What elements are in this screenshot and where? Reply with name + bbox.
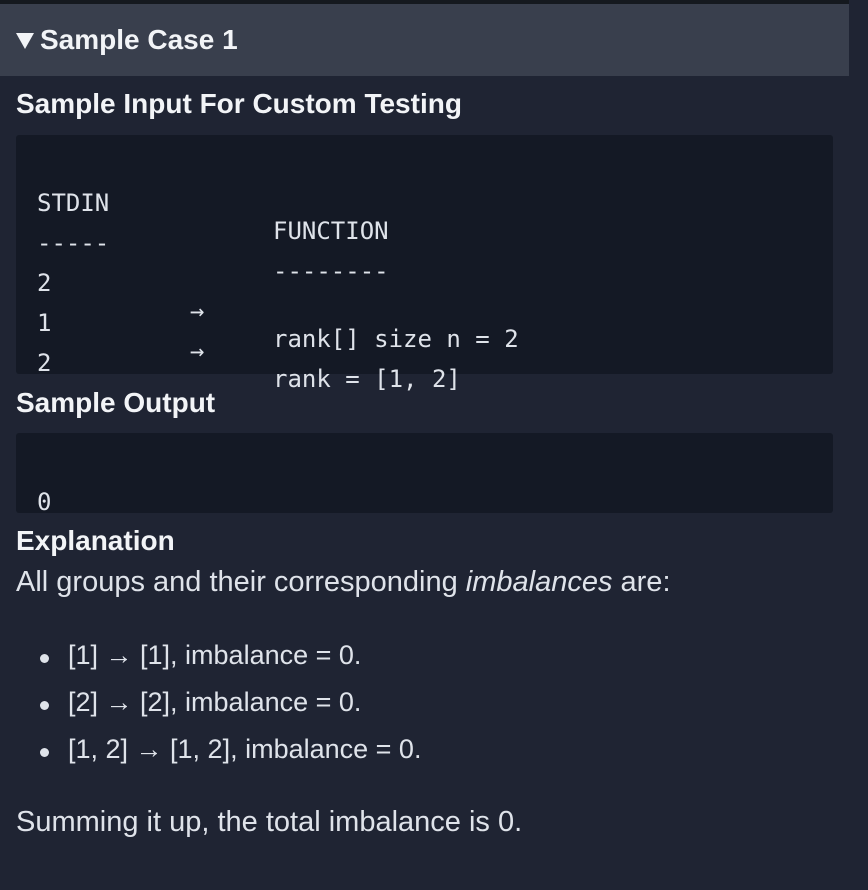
collapse-triangle-icon (16, 33, 34, 49)
list-item: [1] → [1], imbalance = 0. (40, 640, 421, 687)
intro-emphasis: imbalances (465, 566, 613, 598)
code-row: 2 → rank[] size n = 2 (37, 241, 519, 353)
code-row: 2 (37, 321, 95, 377)
explanation-bullet-list: [1] → [1], imbalance = 0. [2] → [2], imb… (40, 640, 421, 781)
list-item: [2] → [2], imbalance = 0. (40, 687, 421, 734)
explanation-intro: All groups and their corresponding imbal… (16, 566, 671, 599)
sample-input-title: Sample Input For Custom Testing (16, 88, 462, 119)
sample-output-code-block: 0 (16, 433, 833, 516)
stdin-header: STDIN (37, 189, 110, 217)
bullet-text: [1] → [1], imbalance = 0. (68, 640, 362, 670)
function-value: rank = [1, 2] (273, 365, 461, 393)
arrow-icon: → (190, 337, 205, 365)
stdin-value: 1 (37, 309, 52, 337)
intro-suffix: are: (612, 566, 671, 598)
bullet-text: [1, 2] → [1, 2], imbalance = 0. (68, 734, 422, 764)
stdin-value: 2 (37, 349, 52, 377)
sample-output-title: Sample Output (16, 387, 216, 418)
sample-input-code-block: STDIN FUNCTION ----- -------- 2 → rank[]… (16, 135, 833, 393)
bullet-icon (40, 654, 49, 663)
code-row: 1 → rank = [1, 2] (37, 281, 461, 393)
stdin-divider: ----- (37, 229, 110, 257)
arrow-icon: → (190, 297, 205, 325)
list-item: [1, 2] → [1, 2], imbalance = 0. (40, 734, 421, 781)
intro-prefix: All groups and their corresponding (16, 566, 466, 598)
sample-case-title: Sample Case 1 (40, 24, 238, 55)
bullet-text: [2] → [2], imbalance = 0. (68, 687, 362, 717)
function-value: rank[] size n = 2 (273, 325, 519, 353)
bullet-icon (40, 748, 49, 757)
explanation-title: Explanation (16, 525, 175, 556)
function-divider: -------- (273, 257, 389, 285)
explanation-summary: Summing it up, the total imbalance is 0. (16, 806, 523, 838)
top-edge (0, 0, 849, 4)
function-header: FUNCTION (273, 217, 389, 245)
code-divider-row: ----- -------- (37, 201, 389, 285)
right-gutter (849, 0, 868, 890)
output-row: 0 (37, 460, 95, 516)
code-header-row: STDIN FUNCTION (37, 161, 389, 245)
bullet-icon (40, 701, 49, 710)
sample-case-toggle[interactable]: Sample Case 1 (0, 4, 849, 76)
stdin-value: 2 (37, 269, 52, 297)
output-value: 0 (37, 488, 52, 516)
